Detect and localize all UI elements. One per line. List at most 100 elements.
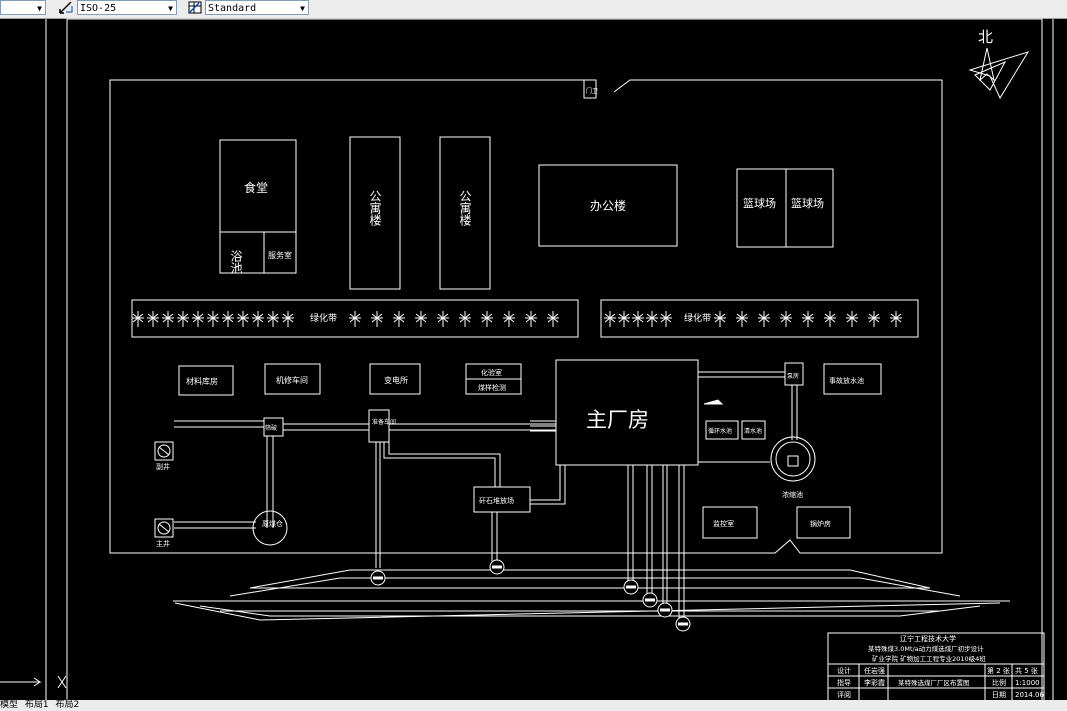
conveyors [174,420,685,621]
control-room[interactable] [702,506,758,539]
dorm-building-1[interactable] [349,136,401,290]
aux-shaft-icon[interactable] [154,441,174,461]
tb-guide-label: 指导 [837,678,851,687]
tree-icon [846,311,858,327]
raw-coal-bin[interactable] [252,510,288,546]
dimension-style-icon[interactable] [58,0,74,15]
green-belt-2 [600,299,919,338]
clear-water-pool[interactable] [741,420,766,440]
tb-guide-name: 李彩霞 [864,678,885,687]
control-room-label: 监控室 [713,519,734,528]
repair-shop-label: 机修车间 [276,375,308,385]
gangue-yard[interactable] [473,486,531,513]
table-style-icon[interactable] [187,0,203,15]
thickener-pool[interactable] [770,436,816,482]
tree-icon [547,311,559,327]
substation-label: 变电所 [384,375,408,385]
tree-icon [525,311,537,327]
layer-dropdown[interactable]: ▼ [0,0,46,15]
tree-icon [632,311,644,327]
equipment-icon [703,399,724,405]
tree-icon [758,311,770,327]
tree-icon [736,311,748,327]
material-warehouse[interactable] [178,365,234,396]
tree-icon [868,311,880,327]
tb-scale-value: 1:1000 [1015,679,1040,687]
tab-layout2[interactable]: 布局2 [55,700,80,710]
main-shaft-icon[interactable] [154,518,174,538]
clear-water-label: 清水池 [744,427,762,435]
tree-icon [660,311,672,327]
tree-icon [802,311,814,327]
court-1-label: 篮球场 [743,196,776,210]
ucs-icon [0,675,67,689]
tb-sheet: 第 2 张 [987,666,1010,675]
main-plant[interactable] [555,359,699,466]
accident-pool[interactable] [823,363,882,395]
lab-label: 化验室 [481,368,502,377]
loading-station-icon[interactable] [489,559,505,575]
coal-test-label: 煤样检测 [478,383,506,392]
loading-station-icon[interactable] [623,579,639,595]
substation[interactable] [369,363,421,395]
boiler-room[interactable] [796,506,851,539]
tab-model[interactable]: 模型 [0,700,19,710]
tb-review-label: 评阅 [837,691,851,699]
tree-icon [415,311,427,327]
gate-house[interactable] [583,79,597,99]
loading-station-icon[interactable] [657,602,673,618]
tree-icon [207,311,219,327]
chevron-down-icon: ▼ [300,4,305,13]
tree-icon [349,311,361,327]
tb-drawing-title: 某特殊选煤厂厂区布置图 [898,678,970,687]
lab-building[interactable] [465,363,522,395]
toolbar: ▼ ISO-25 ▼ Standard ▼ [0,0,1067,19]
tb-date-label: 日期 [992,691,1006,699]
loading-station-icon[interactable] [370,570,386,586]
north-label: 北 [978,28,993,46]
tb-scale-label: 比例 [992,678,1006,687]
dorm-building-2[interactable] [439,136,491,290]
tb-project: 某特殊煤3.0Mt/a动力煤选煤厂初步设计 [868,644,984,653]
tree-icon [481,311,493,327]
sheet-frame [66,18,1043,702]
tb-class: 矿业学院 矿物加工工程专业2010级4班 [872,654,986,663]
tree-icon [714,311,726,327]
drawing-canvas[interactable]: 北 门卫 食堂 浴池 服务室 公寓楼 公寓楼 办公楼 篮球场 篮球场 绿化带 绿… [0,18,1067,711]
basketball-courts[interactable] [736,168,834,248]
crusher-house[interactable] [263,417,284,437]
tree-icon [252,311,264,327]
table-style-dropdown[interactable]: Standard ▼ [205,0,309,15]
material-warehouse-label: 材料库房 [186,376,218,386]
tab-layout1[interactable]: 布局1 [24,700,49,710]
tree-icon [132,311,144,327]
chevron-down-icon: ▼ [37,4,42,13]
chevron-down-icon: ▼ [168,4,173,13]
canteen-building[interactable] [219,139,297,274]
pump-house[interactable] [784,362,804,386]
tree-icon [192,311,204,327]
tree-icon [437,311,449,327]
prep-shop[interactable] [368,409,390,443]
tree-icon [780,311,792,327]
pump-house-label: 泵房 [787,372,799,380]
dimension-style-dropdown[interactable]: ISO-25 ▼ [77,0,177,15]
boiler-room-label: 锅炉房 [810,519,831,528]
gangue-yard-label: 矸石堆放场 [479,496,514,505]
table-style-value: Standard [208,3,257,14]
court-2-label: 篮球场 [791,196,824,210]
railway-yard [173,569,1010,621]
bath-label: 浴池 [229,250,243,274]
mid-water-pool[interactable] [705,420,739,440]
office-building[interactable] [538,164,678,247]
loading-station-icon[interactable] [675,616,691,632]
tree-icon [503,311,515,327]
raw-coal-bin-label: 原煤仓 [262,519,283,528]
tb-university: 辽宁工程技术大学 [900,634,956,643]
loading-stations[interactable] [370,559,691,632]
accident-pool-label: 事故放水池 [829,376,864,385]
repair-shop[interactable] [264,363,321,395]
tree-icon [604,311,616,327]
tree-icon [646,311,658,327]
loading-station-icon[interactable] [642,592,658,608]
